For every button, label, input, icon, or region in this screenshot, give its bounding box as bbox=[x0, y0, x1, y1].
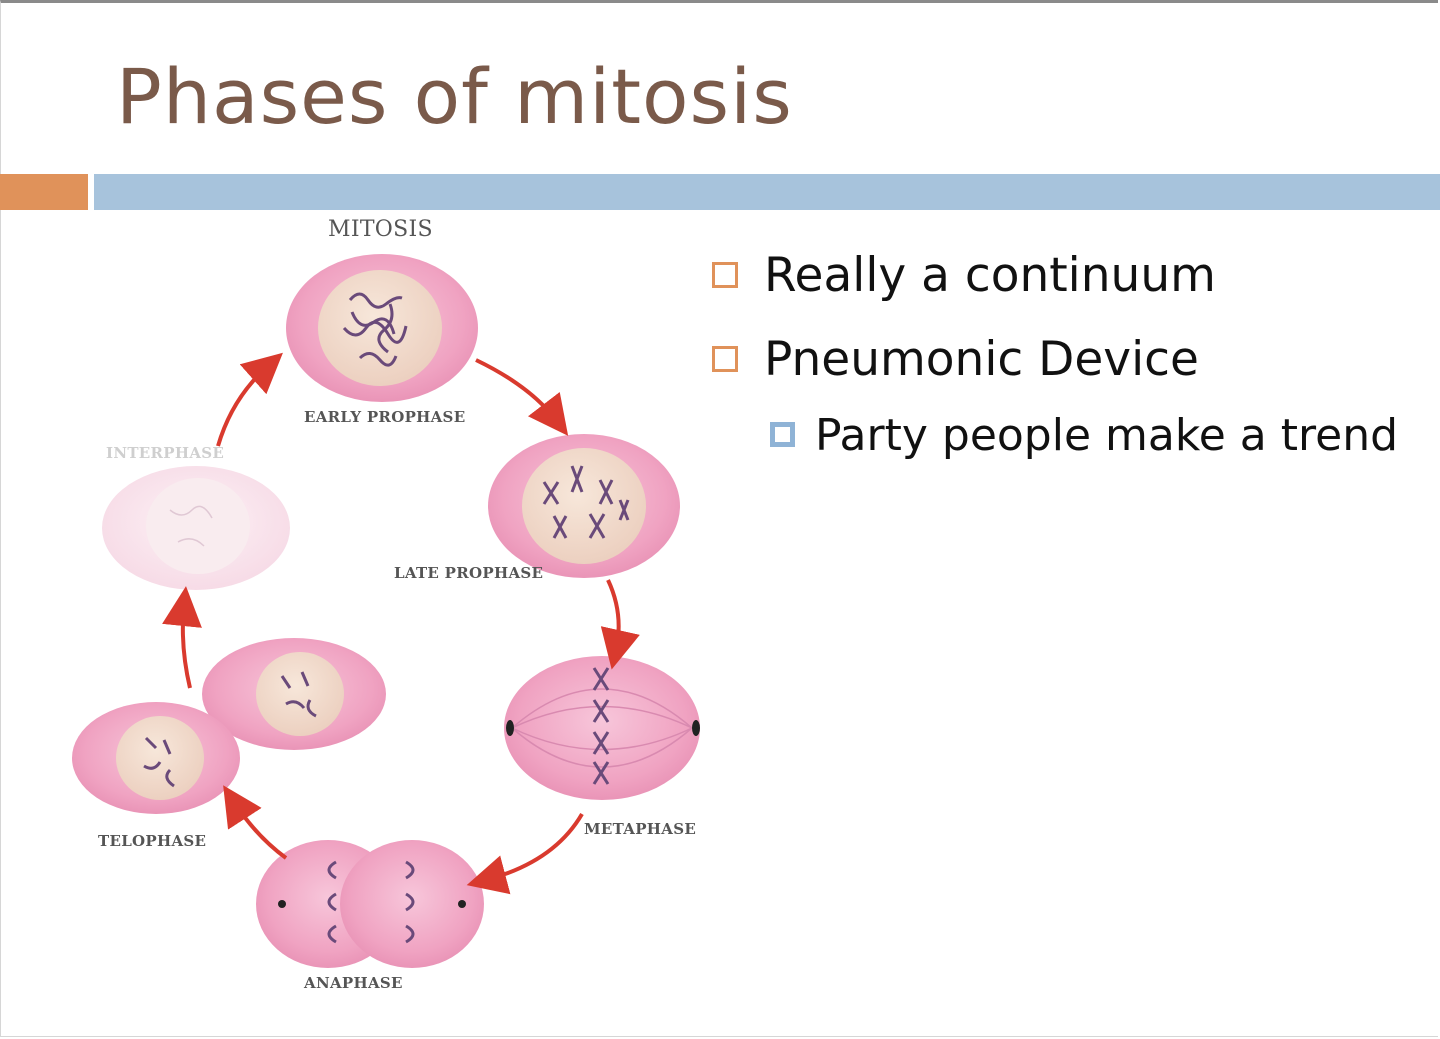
interphase-cell bbox=[102, 466, 290, 590]
bullet-text-1: Really a continuum bbox=[764, 248, 1216, 303]
anaphase-cell bbox=[256, 840, 484, 968]
label-metaphase: METAPHASE bbox=[584, 820, 696, 838]
bullet-item-3: Party people make a trend bbox=[770, 410, 1398, 461]
label-early-prophase: EARLY PROPHASE bbox=[304, 408, 465, 426]
label-telophase: TELOPHASE bbox=[98, 832, 206, 850]
metaphase-cell bbox=[504, 656, 700, 800]
bullet-item-2: Pneumonic Device bbox=[712, 332, 1199, 387]
square-bullet-icon bbox=[712, 345, 738, 372]
diagram-heading: MITOSIS bbox=[328, 217, 433, 242]
label-anaphase: ANAPHASE bbox=[303, 974, 403, 992]
bullet-text-2: Pneumonic Device bbox=[764, 332, 1199, 387]
mitosis-cycle-diagram: MITOSIS EARLY PROPHASE LATE PROPHASE MET… bbox=[60, 210, 720, 1010]
label-interphase: INTERPHASE bbox=[106, 444, 224, 462]
early-prophase-cell bbox=[286, 254, 478, 402]
slide-title: Phases of mitosis bbox=[116, 52, 793, 141]
bullet-text-3: Party people make a trend bbox=[815, 410, 1399, 461]
label-late-prophase: LATE PROPHASE bbox=[394, 564, 543, 582]
late-prophase-cell bbox=[488, 434, 680, 578]
telophase-cells bbox=[72, 638, 386, 814]
arrow-inter-to-early bbox=[216, 352, 283, 447]
arrow-meta-to-ana bbox=[466, 812, 584, 895]
square-bullet-icon bbox=[712, 261, 738, 288]
accent-bar-orange bbox=[0, 174, 88, 210]
accent-bar-blue bbox=[94, 174, 1440, 210]
bullet-item-1: Really a continuum bbox=[712, 248, 1216, 303]
arrow-ana-to-telo bbox=[223, 785, 288, 860]
sub-bullet-icon bbox=[770, 421, 795, 447]
arrow-early-to-late bbox=[475, 358, 569, 436]
cycle-arrows bbox=[162, 352, 640, 895]
arrow-telo-to-inter bbox=[162, 586, 202, 689]
arrow-late-to-meta bbox=[600, 579, 640, 670]
